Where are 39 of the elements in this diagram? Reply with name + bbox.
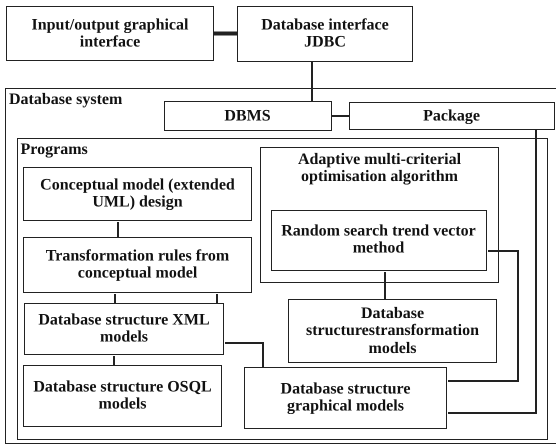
process-box [348, 102, 554, 130]
process-box [23, 365, 222, 427]
box-label: Database structurestransformation models [304, 305, 480, 357]
box-label: Transformation rules from conceptual model [44, 248, 230, 282]
connector-line [311, 62, 313, 101]
box-label: Database interface JDBC [260, 16, 390, 52]
box-label: Database structure graphical models [280, 380, 412, 416]
process-box [237, 6, 413, 62]
process-box [244, 367, 447, 429]
process-box [270, 210, 486, 270]
box-label: Random search trend vector method [280, 222, 477, 258]
process-box [288, 299, 497, 363]
group-title: Adaptive multi-criterial optimisation algorithm [296, 151, 462, 186]
box-label: Input/output graphical interface [30, 16, 190, 51]
connector-line [384, 272, 386, 300]
box-label: Package [422, 106, 481, 124]
group-box [5, 88, 556, 444]
box-label: Database structure OSQL models [32, 378, 213, 414]
connector-line [113, 356, 115, 366]
connector-line [448, 130, 537, 414]
connector-line [214, 32, 237, 36]
process-box [24, 303, 224, 355]
box-label: Database structure XML models [37, 312, 211, 346]
group-box [16, 138, 548, 440]
group-title: Database system [9, 91, 122, 108]
process-box [23, 237, 252, 293]
group-box [260, 147, 499, 283]
process-box [6, 6, 214, 61]
box-label: Conceptual model (extended UML) design [39, 176, 236, 212]
connector-line [216, 294, 218, 304]
connector-line [225, 342, 264, 368]
box-label: DBMS [223, 106, 272, 124]
connector-line [332, 115, 349, 117]
process-box [164, 100, 332, 130]
process-box [23, 167, 252, 221]
connector-line [114, 294, 116, 304]
connector-line [117, 222, 119, 238]
group-title: Programs [20, 140, 88, 158]
connector-line [448, 250, 519, 382]
